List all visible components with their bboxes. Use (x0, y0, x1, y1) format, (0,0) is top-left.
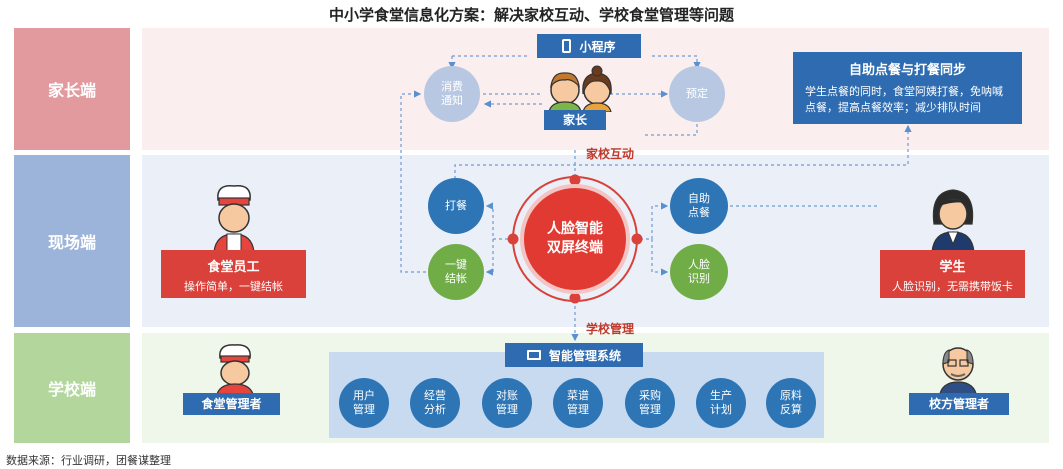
node-one-click-settle: 一键 结帐 (428, 244, 484, 300)
self-order-sync-title: 自助点餐与打餐同步 (848, 63, 966, 78)
school-management-label: 学校管理 (586, 322, 635, 336)
student-avatar (928, 184, 978, 253)
row-label-school: 学校端 (14, 333, 130, 443)
mgmt-item: 用户 管理 (339, 378, 389, 428)
school-manager-avatar (935, 342, 981, 399)
canteen-staff-avatar (210, 182, 258, 253)
school-manager-label: 校方管理者 (909, 393, 1009, 415)
student-title: 学生 (939, 260, 966, 275)
mgmt-system-title: 智能管理系统 (548, 348, 621, 363)
canteen-staff-title: 食堂员工 (207, 260, 260, 275)
mgmt-item: 对账 管理 (482, 378, 532, 428)
page-title: 中小学食堂信息化方案：解决家校互动、学校食堂管理等问题 (328, 6, 734, 24)
row-label-site: 现场端 (14, 155, 130, 327)
node-self-order: 自助 点餐 (670, 178, 728, 234)
miniprogram-label: 小程序 (579, 39, 616, 54)
mgmt-item: 采购 管理 (625, 378, 675, 428)
student-desc: 人脸识别，无需携带饭卡 (892, 280, 1013, 293)
canteen-manager-avatar (212, 342, 258, 399)
canteen-staff-desc: 操作简单，一键结帐 (184, 280, 283, 293)
mgmt-item: 经营 分析 (410, 378, 460, 428)
mgmt-item: 菜谱 管理 (553, 378, 603, 428)
node-dispense: 打餐 (428, 178, 484, 234)
source-note: 数据来源：行业调研，团餐谋整理 (6, 454, 171, 467)
self-order-sync-desc: 学生点餐的同时，食堂阿姨打餐，免呐喊点餐，提高点餐效率；减少排队时间 (805, 85, 1003, 114)
monitor-icon (526, 350, 541, 360)
mgmt-system-title-box: 智能管理系统 (505, 343, 643, 367)
row-label-parent: 家长端 (14, 28, 130, 150)
parent-avatar (541, 64, 619, 113)
parent-label: 家长 (544, 110, 606, 130)
node-reserve: 预定 (669, 66, 725, 122)
self-order-sync-box: 自助点餐与打餐同步 学生点餐的同时，食堂阿姨打餐，免呐喊点餐，提高点餐效率；减少… (793, 52, 1022, 124)
node-face-recognize: 人脸 识别 (670, 244, 728, 300)
canteen-staff-box: 食堂员工 操作简单，一键结帐 (161, 250, 306, 298)
node-consume-notice: 消费 通知 (424, 66, 480, 122)
mgmt-item: 生产 计划 (696, 378, 746, 428)
mgmt-item: 原料 反算 (766, 378, 816, 428)
miniprogram-box: 小程序 (537, 34, 641, 58)
home-school-interaction-label: 家校互动 (586, 147, 635, 161)
canteen-manager-label: 食堂管理者 (183, 393, 280, 415)
student-box: 学生 人脸识别，无需携带饭卡 (880, 250, 1025, 298)
node-terminal: 人脸智能 双屏终端 (524, 188, 626, 290)
phone-icon (562, 39, 572, 53)
